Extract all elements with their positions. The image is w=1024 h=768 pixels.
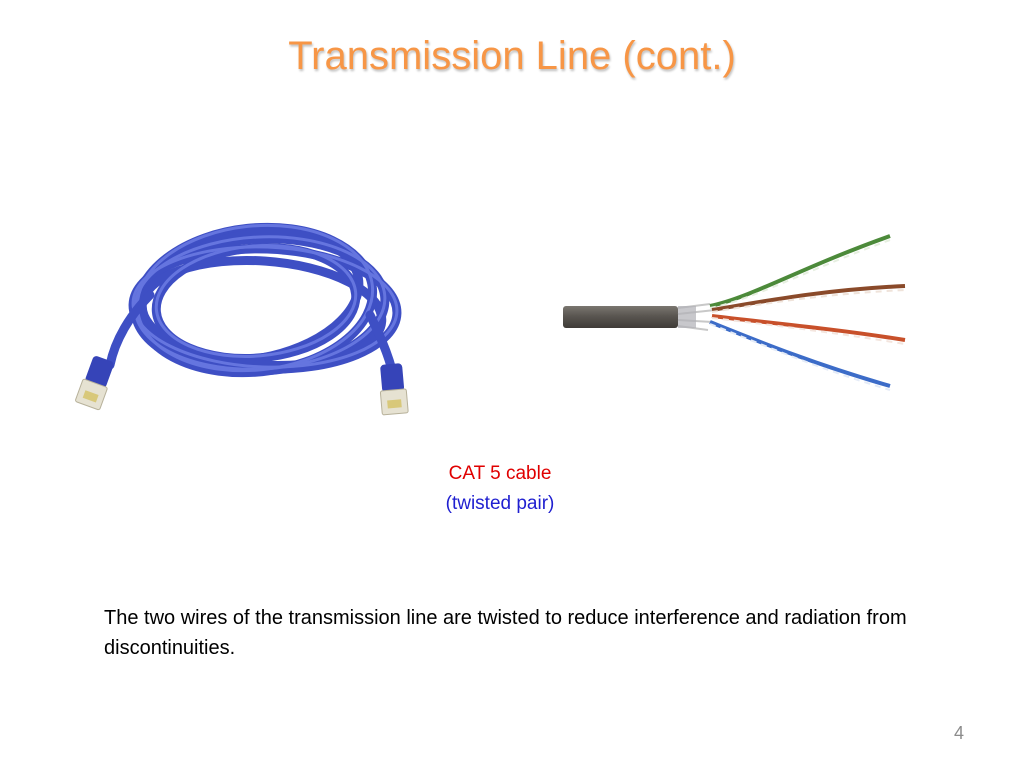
caption-cable-type: CAT 5 cable — [448, 463, 552, 484]
coiled-cable-image — [75, 222, 409, 416]
stripped-cable-image — [563, 234, 906, 391]
page-number: 4 — [953, 723, 964, 743]
caption-cable-kind: (twisted pair) — [445, 493, 555, 514]
body-text: The two wires of the transmission line a… — [104, 607, 907, 659]
slide-title: Transmission Line (cont.) — [288, 34, 736, 78]
